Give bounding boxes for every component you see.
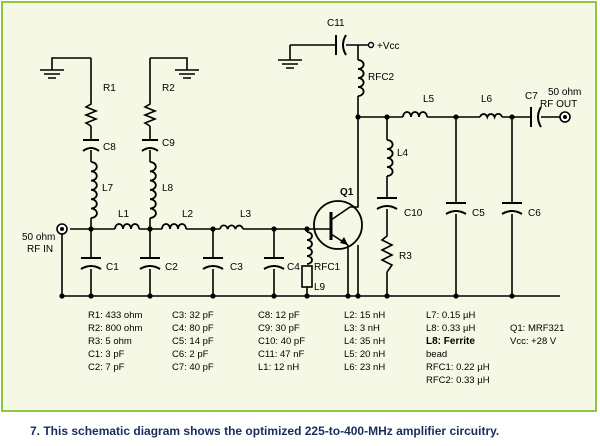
label-c8: C8 bbox=[103, 142, 116, 153]
figure-caption: 7. This schematic diagram shows the opti… bbox=[30, 424, 500, 438]
label-c10: C10 bbox=[404, 208, 423, 219]
diagram-frame bbox=[1, 1, 597, 412]
value-c10: C10: 40 pF bbox=[258, 336, 305, 347]
label-c5: C5 bbox=[472, 208, 485, 219]
label-rfc1: RFC1 bbox=[314, 262, 341, 273]
resistor-r3 bbox=[380, 233, 394, 273]
value-rfc1: RFC1: 0.22 µH bbox=[426, 362, 490, 373]
value-vcc: Vcc: +28 V bbox=[510, 336, 557, 347]
inductor-coils bbox=[90, 59, 503, 288]
resistor-r1 bbox=[83, 102, 99, 127]
label-l2: L2 bbox=[182, 209, 194, 220]
rf-out-label: RF OUT bbox=[540, 99, 577, 110]
value-rfc2: RFC2: 0.33 µH bbox=[426, 375, 490, 386]
label-r1: R1 bbox=[103, 83, 116, 94]
label-l1: L1 bbox=[118, 209, 130, 220]
value-c7: C7: 40 pF bbox=[172, 362, 214, 373]
value-l8: L8: 0.33 µH bbox=[426, 323, 475, 334]
wiring bbox=[51, 44, 563, 297]
label-rfc2: RFC2 bbox=[368, 72, 395, 83]
value-q1: Q1: MRF321 bbox=[510, 323, 564, 334]
label-l3: L3 bbox=[240, 209, 252, 220]
value-c9: C9: 30 pF bbox=[258, 323, 300, 334]
value-r3: R3: 5 ohm bbox=[88, 336, 132, 347]
rf-out-ohm: 50 ohm bbox=[548, 87, 581, 98]
value-r1: R1: 433 ohm bbox=[88, 310, 142, 321]
value-c4: C4: 80 pF bbox=[172, 323, 214, 334]
values-table: R1: 433 ohm R2: 800 ohm R3: 5 ohm C1: 3 … bbox=[88, 310, 564, 386]
value-c2: C2: 7 pF bbox=[88, 362, 125, 373]
value-l7: L7: 0.15 µH bbox=[426, 310, 475, 321]
label-l7: L7 bbox=[102, 183, 114, 194]
value-l2: L2: 15 nH bbox=[344, 310, 385, 321]
value-c11: C11: 47 nF bbox=[258, 349, 304, 360]
label-c6: C6 bbox=[528, 208, 541, 219]
port-labels: 50 ohm RF IN 50 ohm RF OUT +Vcc bbox=[22, 41, 581, 255]
ground-symbols bbox=[40, 59, 302, 79]
value-l3: L3: 3 nH bbox=[344, 323, 380, 334]
label-l4: L4 bbox=[397, 148, 409, 159]
junction-dots bbox=[59, 114, 515, 299]
value-c8: C8: 12 pF bbox=[258, 310, 300, 321]
label-c3: C3 bbox=[230, 262, 243, 273]
capacitor-plates bbox=[80, 34, 542, 270]
value-c3: C3: 32 pF bbox=[172, 310, 214, 321]
resistor-r2 bbox=[142, 102, 158, 127]
label-c9: C9 bbox=[162, 138, 175, 149]
label-l8: L8 bbox=[162, 183, 174, 194]
label-l9: L9 bbox=[314, 282, 326, 293]
label-c2: C2 bbox=[165, 262, 178, 273]
label-c7: C7 bbox=[525, 91, 538, 102]
component-labels: R1 R2 R3 C8 C9 L7 L8 L1 L2 L3 C1 C2 C3 C… bbox=[102, 18, 541, 293]
value-l8-ferrite: L8: Ferrite bbox=[426, 336, 475, 347]
label-c4: C4 bbox=[287, 262, 300, 273]
value-bead: bead bbox=[426, 349, 447, 360]
value-r2: R2: 800 ohm bbox=[88, 323, 142, 334]
value-l6: L6: 23 nH bbox=[344, 362, 385, 373]
label-r3: R3 bbox=[399, 251, 412, 262]
label-l5: L5 bbox=[423, 94, 435, 105]
value-l5: L5: 20 nH bbox=[344, 349, 385, 360]
transistor-q1 bbox=[313, 200, 363, 250]
value-c1: C1: 3 pF bbox=[88, 349, 125, 360]
vcc-label: +Vcc bbox=[377, 41, 400, 52]
label-c11: C11 bbox=[327, 18, 345, 29]
value-c5: C5: 14 pF bbox=[172, 336, 214, 347]
label-r2: R2 bbox=[162, 83, 175, 94]
value-c6: C6: 2 pF bbox=[172, 349, 209, 360]
terminals bbox=[56, 41, 571, 235]
label-l6: L6 bbox=[481, 94, 493, 105]
label-c1: C1 bbox=[106, 262, 119, 273]
value-l4: L4: 35 nH bbox=[344, 336, 385, 347]
rf-in-ohm: 50 ohm bbox=[22, 232, 55, 243]
label-q1: Q1 bbox=[340, 187, 354, 198]
rf-in-label: RF IN bbox=[27, 244, 53, 255]
value-l1: L1: 12 nH bbox=[258, 362, 299, 373]
